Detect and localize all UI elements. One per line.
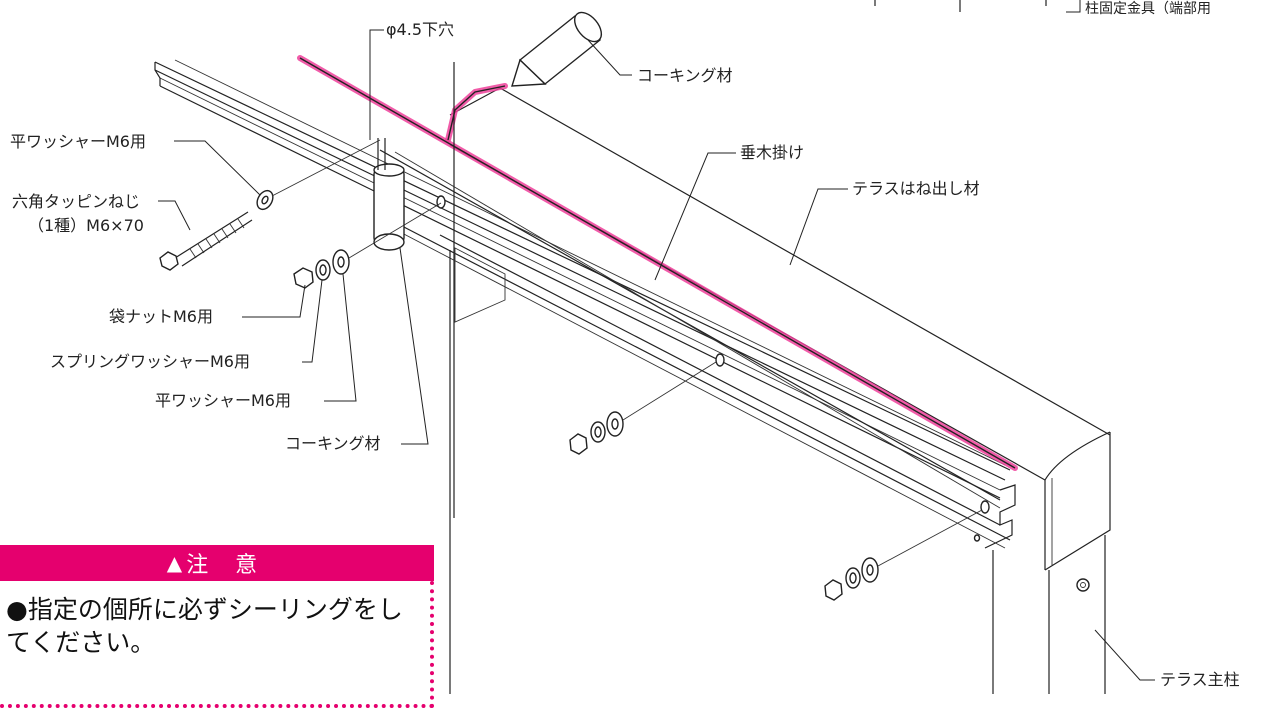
sealing-bead: [297, 55, 1018, 471]
label-terrace-post: テラス主柱: [1160, 670, 1240, 689]
label-flat-washer-top: 平ワッシャーM6用: [10, 132, 146, 151]
label-cap-nut: 袋ナットM6用: [109, 307, 213, 326]
nut-washer-set-right: [824, 509, 983, 601]
assembly-diagram: φ4.5下穴 コーキング材 平ワッシャーM6用 六角タッピンねじ （1種）M6×…: [10, 0, 1240, 694]
nut-washer-set-middle: [569, 361, 717, 455]
terrace-main-post: [992, 535, 1106, 694]
post-bracket-marks: [874, 0, 1047, 12]
label-hex-screw-spec: （1種）M6×70: [28, 216, 144, 235]
label-pilot-hole: φ4.5下穴: [386, 20, 454, 39]
label-hex-screw: 六角タッピンねじ: [12, 192, 140, 211]
caution-box: ▲ 注 意 ●指定の個所に必ずシーリングをしてください。: [0, 545, 436, 710]
label-terrace-overhang: テラスはね出し材: [852, 179, 980, 198]
label-rafter-hanger: 垂木掛け: [740, 143, 804, 162]
flat-washer-top: [256, 189, 274, 211]
label-post-bracket: 柱固定金具（端部用: [1085, 1, 1211, 17]
post-guide-lines: [449, 62, 506, 694]
caution-message: ●指定の個所に必ずシーリングをしてください。: [6, 595, 403, 657]
label-caulking-bottom: コーキング材: [285, 434, 381, 453]
caution-title: 注 意: [186, 553, 268, 578]
label-flat-washer-bottom: 平ワッシャーM6用: [155, 391, 291, 410]
caution-body: ●指定の個所に必ずシーリングをしてください。: [0, 581, 434, 708]
caution-header: ▲ 注 意: [0, 545, 434, 581]
rafter-hanger-rail: [154, 59, 1016, 549]
leader-lines: [158, 0, 1155, 681]
diagram-labels: φ4.5下穴 コーキング材 平ワッシャーM6用 六角タッピンねじ （1種）M6×…: [10, 1, 1240, 689]
nut-washer-set-left: [293, 202, 442, 289]
label-caulking-top: コーキング材: [637, 66, 733, 85]
hex-tapping-screw: [159, 211, 253, 271]
caulking-tube-top: [511, 11, 603, 87]
label-spring-washer: スプリングワッシャーM6用: [50, 352, 250, 371]
warning-triangle-icon: ▲: [166, 551, 183, 575]
